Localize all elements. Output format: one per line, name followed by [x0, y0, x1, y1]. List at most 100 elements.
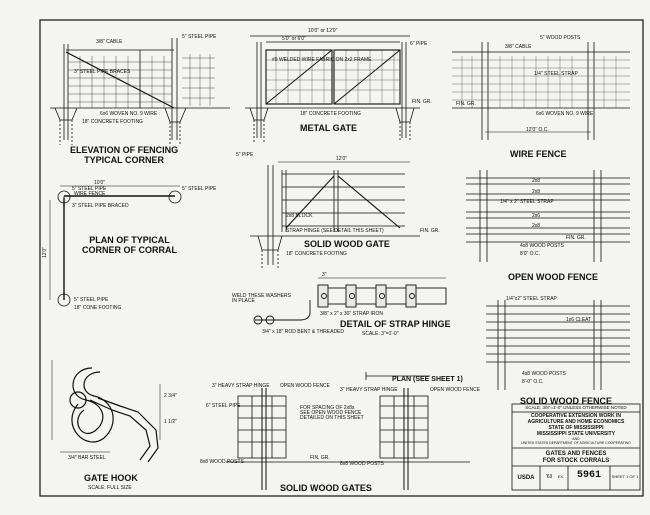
title-block-line5: AND	[572, 437, 580, 441]
label-open-wood-fence-gates-2: OPEN WOOD FENCE	[430, 387, 481, 393]
label-cable-wire: 3/8" CABLE	[505, 44, 532, 50]
label-pipe-braces: 3" STEEL PIPE BRACES	[74, 69, 131, 75]
sheet-border	[39, 19, 644, 497]
label-heavy-strap: 3" HEAVY STRAP HINGE	[212, 383, 270, 389]
label-posts-4x8: 4x8 WOOD POSTS	[520, 243, 564, 249]
title-strap-hinge: DETAIL OF STRAP HINGE	[340, 319, 451, 329]
title-elevation-corner: ELEVATION OF FENCING TYPICAL CORNER	[70, 145, 179, 165]
wire-fence-mesh	[452, 56, 630, 108]
title-plan-see-sheet: PLAN (SEE SHEET 1)	[392, 376, 463, 383]
label-fin-gr-gate: FIN. GR.	[420, 228, 440, 234]
title-open-wood-fence: OPEN WOOD FENCE	[508, 272, 599, 282]
label-steel-strap-wire: 1/4" STEEL STRAP	[534, 71, 578, 77]
label-woven-wire-elev: 6x6 WOVEN NO. 9 WIRE	[100, 111, 158, 117]
label-concrete-footing-elev: 18" CONCRETE FOOTING	[82, 119, 143, 125]
elevation-corner-wire-mesh	[68, 54, 215, 108]
title-block-agency: USDA	[517, 475, 535, 481]
label-hook-bar: 3/4" BAR STEEL	[68, 455, 106, 461]
label-gate-hook-scale: SCALE: FULL SIZE	[88, 485, 132, 491]
open-wood-fence-drawing	[466, 170, 630, 262]
title-block-line6: UNITED STATES DEPARTMENT OF AGRICULTURE …	[521, 441, 631, 445]
label-block-2x8: 2x8 BLOCK	[286, 213, 313, 219]
title-block-drawing-title2: FOR STOCK CORRALS	[542, 458, 610, 464]
metal-gate-mesh	[266, 50, 400, 104]
label-wood-posts-8x8-right: 8x8 WOOD POSTS	[340, 461, 384, 467]
label-wood-posts-8x8-left: 8x8 WOOD POSTS	[200, 459, 244, 465]
title-block-line2: AGRICULTURE AND HOME ECONOMICS	[527, 419, 625, 425]
wire-fence-drawing	[452, 42, 630, 140]
gate-hook-drawing	[51, 360, 161, 463]
label-spacing-solid: 8'-0" O.C.	[522, 379, 544, 385]
label-spacing-12: 12'0" O.C.	[526, 127, 549, 133]
label-strap-hinge-note: STRAP HINGE (SEE DETAIL THIS SHEET)	[286, 228, 384, 234]
label-strap-steel: 1/4"x2" STEEL STRAP	[506, 296, 557, 302]
label-corner-10: 10'0"	[94, 180, 106, 186]
label-conc-footing-wood: 18" CONCRETE FOOTING	[286, 251, 347, 257]
label-cleat: 1x6 CLEAT	[566, 317, 592, 323]
solid-wood-gate-drawing	[250, 161, 420, 268]
label-corner-12: 12'0"	[42, 246, 49, 259]
title-block-sheet: SHEET 1 OF 1	[611, 474, 639, 479]
label-cone-footing: 18" CONE FOOTING	[74, 305, 122, 311]
title-solid-wood-fence: SOLID WOOD FENCE	[520, 396, 612, 406]
solid-wood-gates-drawing	[226, 372, 470, 490]
label-heavy-strap-2: 3" HEAVY STRAP HINGE	[340, 387, 398, 393]
label-fin-gr-open: FIN. GR.	[566, 235, 586, 241]
label-steel-pipe-elev: 5" STEEL PIPE	[182, 34, 217, 40]
title-plan-corral: PLAN OF TYPICAL CORNER OF CORRAL	[82, 235, 177, 255]
title-solid-wood-gates: SOLID WOOD GATES	[280, 483, 372, 493]
title-solid-wood-gate: SOLID WOOD GATE	[304, 239, 390, 249]
label-strap-14: 1/4" x 2" STEEL STRAP	[500, 199, 554, 205]
title-block-line1: COOPERATIVE EXTENSION WORK IN	[531, 413, 621, 419]
title-wire-fence: WIRE FENCE	[510, 149, 567, 159]
label-wire-fence-corner: WIRE FENCE	[74, 191, 106, 197]
title-block-ex: EX.	[557, 474, 565, 479]
title-block-plan-no: 5961	[576, 470, 601, 481]
title-block-year: '63	[545, 474, 553, 480]
label-hook-dim-2: 1 1/2"	[164, 419, 177, 425]
title-metal-gate: METAL GATE	[300, 123, 357, 133]
label-plank-2x8-c: 2x8	[532, 223, 541, 229]
title-block-line4: MISSISSIPPI STATE UNIVERSITY	[536, 431, 616, 437]
title-block-line3: STATE OF MISSISSIPPI	[548, 425, 604, 431]
solid-wood-fence-drawing	[486, 300, 630, 390]
label-steel-pipe-6: 6" STEEL PIPE	[206, 403, 241, 409]
label-metal-gate-top: 10'0" or 12'0"	[308, 28, 338, 34]
label-strap-hinge-scale: SCALE: 3"=1'-0"	[362, 331, 399, 337]
elevation-corner-footings	[54, 107, 187, 145]
title-block-frame	[511, 403, 641, 491]
label-fin-gr-gates: FIN. GR.	[310, 455, 330, 461]
label-hinge-dim: 3"	[322, 272, 327, 278]
label-rod-bent: 3/4" x 18" ROD BENT & THREADED	[262, 329, 344, 335]
label-fin-gr-metal: FIN. GR.	[412, 99, 432, 105]
label-gate-width: 12'0"	[336, 156, 348, 162]
label-pipe-braced: 3" STEEL PIPE BRACED	[72, 203, 129, 209]
label-open-wood-fence-gates: OPEN WOOD FENCE	[280, 383, 331, 389]
label-corner-pipe-5: 5" STEEL PIPE	[72, 186, 107, 192]
label-woven-wire-wire: 6x6 WOVEN NO. 9 WIRE	[536, 111, 594, 117]
label-concrete-footing-metal: 18" CONCRETE FOOTING	[300, 111, 361, 117]
label-pipe-5-gate: 5" PIPE	[236, 152, 254, 158]
plan-corral-drawing	[49, 185, 182, 307]
title-gate-hook: GATE HOOK	[84, 473, 138, 483]
label-plank-2x8-b: 2x8	[532, 189, 541, 195]
label-hook-dim-1: 2 3/4"	[164, 393, 177, 399]
metal-gate-drawing	[245, 35, 420, 142]
label-fin-gr-wire: FIN. GR.	[456, 101, 476, 107]
label-cable-elev: 3/8" CABLE	[96, 39, 123, 45]
title-block-scale: SCALE: 3/8"=1'-0" UNLESS OTHERWISE NOTED	[525, 405, 627, 410]
label-posts-solid: 4x8 WOOD POSTS	[522, 371, 566, 377]
label-plank-2x8-a: 2x8	[532, 178, 541, 184]
label-welded-wire: #9 WELDED WIRE FABRIC ON 2x2 FRAME	[272, 57, 372, 63]
label-plank-2x6: 2x6	[532, 213, 541, 219]
label-corner-pipe-5-right: 5" STEEL PIPE	[182, 186, 217, 192]
title-block-drawing-title1: GATES AND FENCES	[545, 451, 607, 457]
label-strap-iron: 3/8" x 2" x 30" STRAP IRON	[320, 311, 384, 317]
label-wood-posts-5: 5" WOOD POSTS	[540, 35, 581, 41]
label-pipe-6: 6" PIPE	[410, 41, 428, 47]
label-metal-gate-half: 5'0" or 6'0"	[282, 36, 306, 42]
label-spacing-note: FOR SPACING OF 2x8s SEE OPEN WOOD FENCE …	[300, 405, 364, 421]
strap-hinge-drawing	[253, 277, 447, 325]
label-corner-pipe-5-bottom: 5" STEEL PIPE	[74, 297, 109, 303]
